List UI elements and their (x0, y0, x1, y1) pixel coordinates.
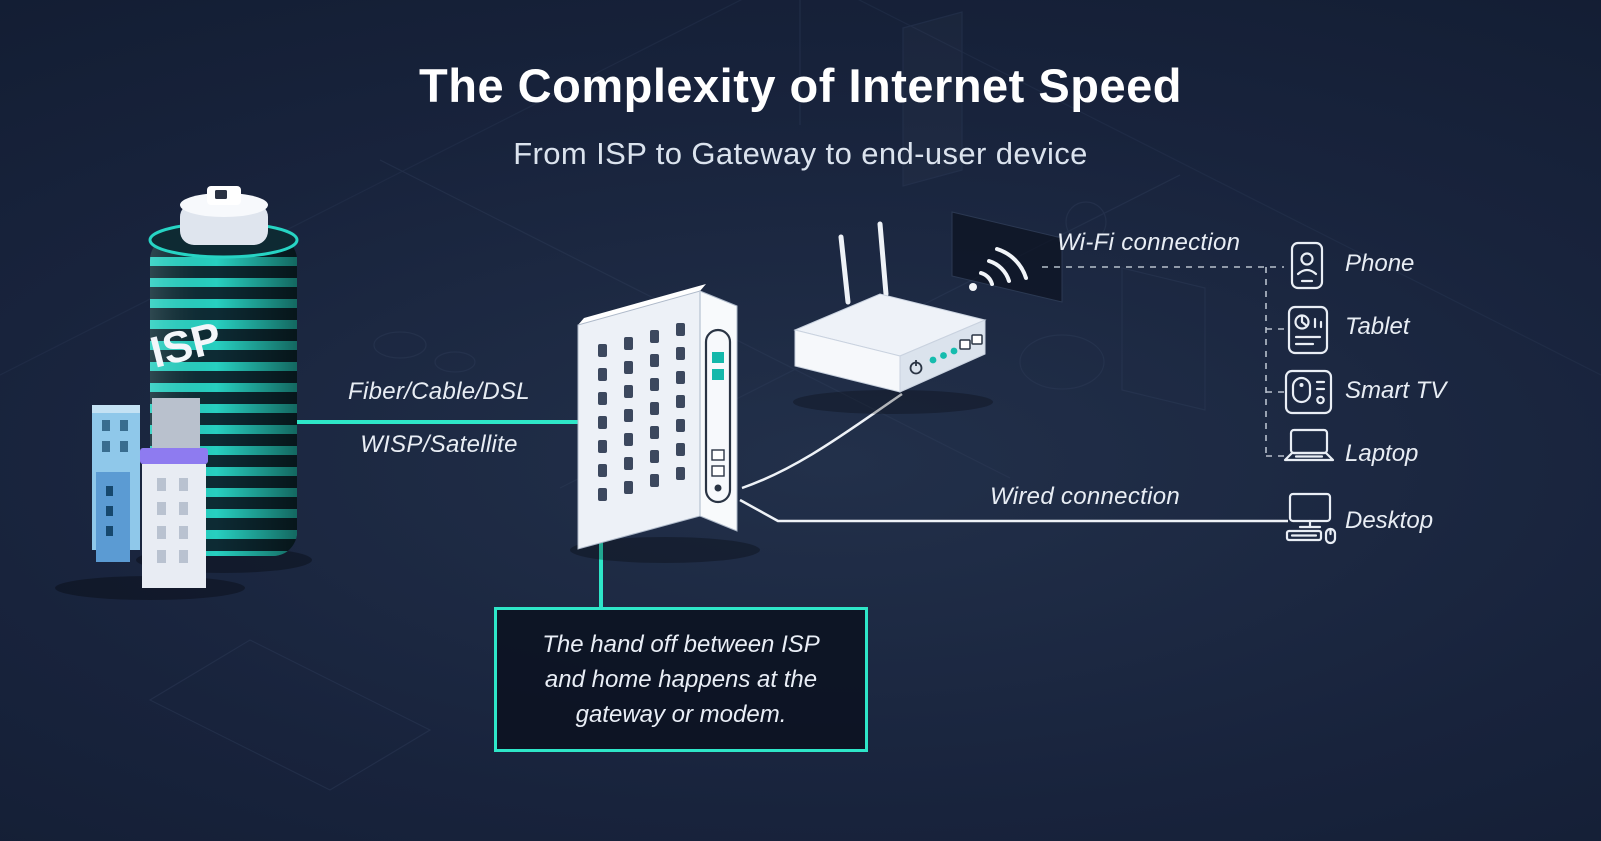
device-label-smart-tv: Smart TV (1345, 377, 1447, 404)
laptop-icon (1283, 428, 1335, 462)
wisp-satellite-label: WISP/Satellite (360, 431, 518, 458)
page-subtitle: From ISP to Gateway to end-user device (513, 136, 1088, 171)
wifi-connection-line (1042, 266, 1284, 457)
device-label-phone: Phone (1345, 250, 1415, 277)
isp-building: ISP (55, 186, 312, 600)
desktop-icon (1285, 492, 1337, 545)
router-antenna-left (838, 234, 851, 305)
callout-box: The hand off between ISP and home happen… (494, 607, 868, 752)
modem-status-panel (704, 328, 732, 504)
device-label-desktop: Desktop (1345, 507, 1434, 534)
gateway-modem (570, 284, 760, 563)
callout-text: The hand off between ISP and home happen… (542, 631, 820, 728)
background-tv (951, 211, 1063, 303)
wifi-connection-label: Wi-Fi connection (1057, 229, 1241, 256)
wifi-signal-icon (969, 247, 1028, 291)
smart-tv-icon (1284, 369, 1333, 415)
router-antennas (838, 221, 889, 305)
wifi-router (793, 221, 993, 414)
device-label-tablet: Tablet (1345, 313, 1410, 340)
small-buildings (92, 398, 208, 588)
isp-tower: ISP (146, 186, 299, 556)
phone-icon (1290, 241, 1324, 290)
modem-router-cable (741, 392, 903, 490)
page-title: The Complexity of Internet Speed (419, 59, 1182, 112)
device-label-laptop: Laptop (1345, 440, 1419, 467)
tablet-icon (1287, 305, 1329, 355)
wired-connection-line (739, 498, 1288, 523)
wired-connection-label: Wired connection (990, 483, 1181, 510)
fiber-cable-dsl-label: Fiber/Cable/DSL (348, 378, 530, 405)
router-front-controls (909, 334, 983, 375)
router-antenna-right (877, 221, 889, 297)
